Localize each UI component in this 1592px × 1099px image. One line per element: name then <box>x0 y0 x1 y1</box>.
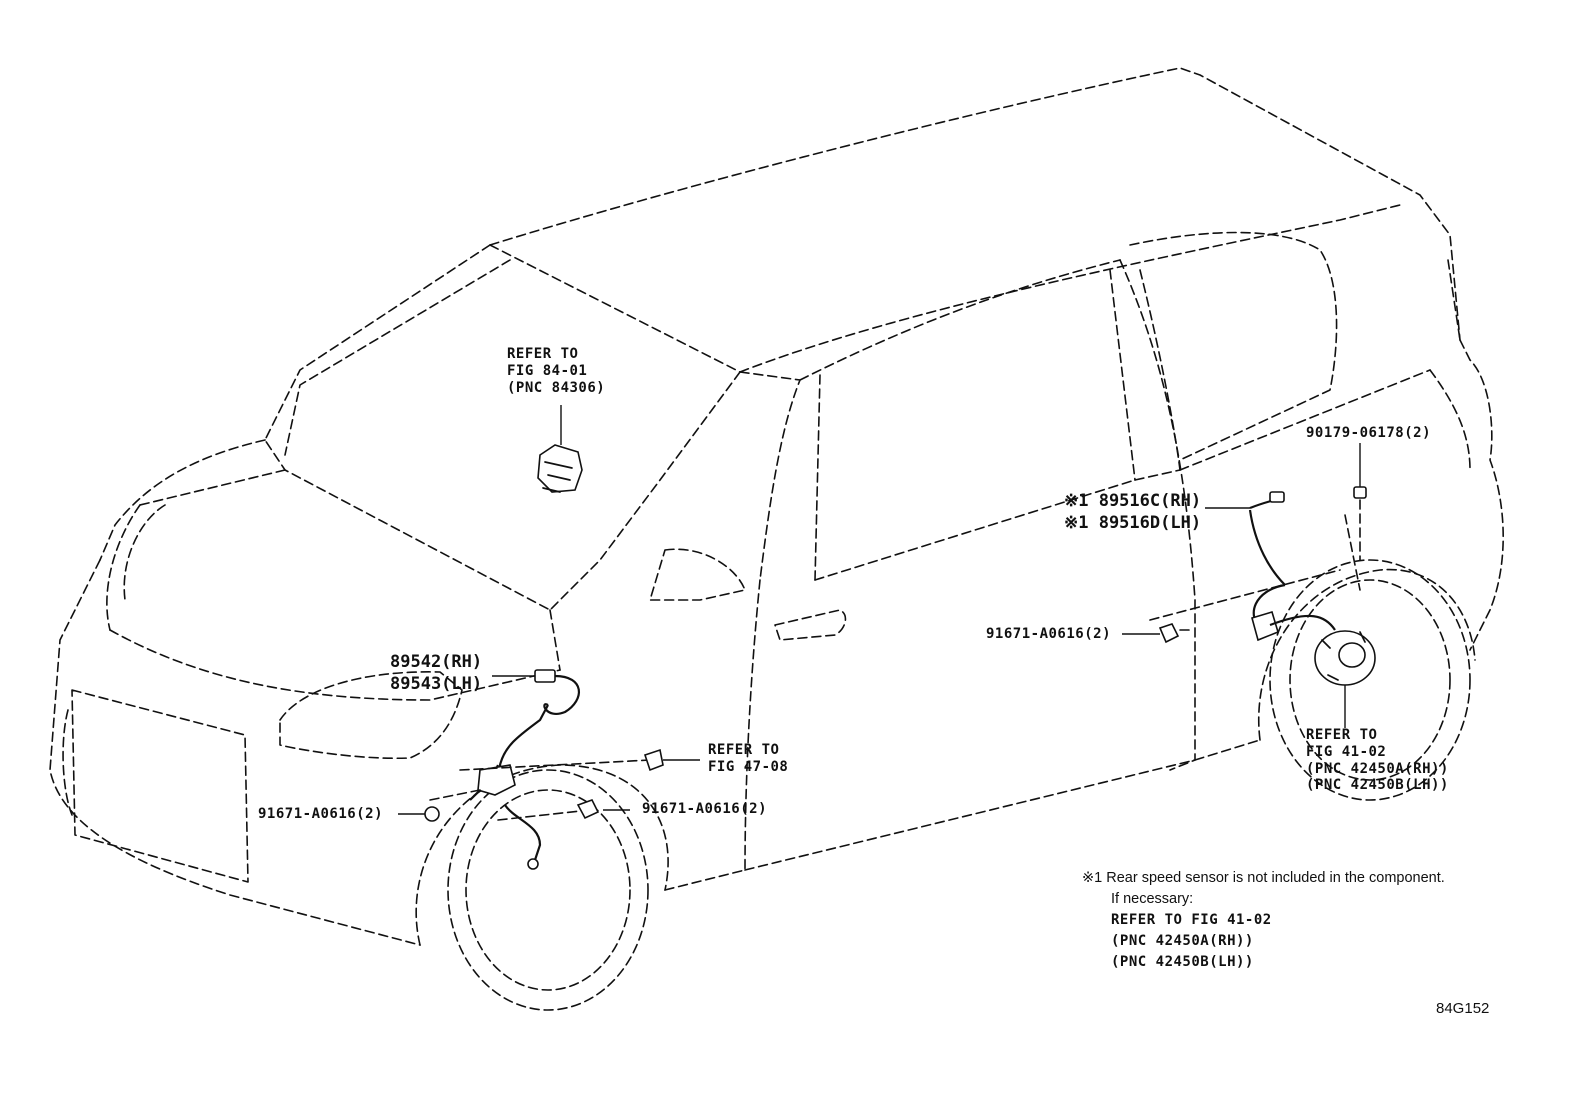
refer-41-line4: (PNC 42450B(LH)) <box>1306 777 1449 794</box>
footnote-line3: REFER TO FIG 41-02 <box>1111 912 1272 928</box>
rear-sensor-part-number: ※1 89516C(RH) ※1 89516D(LH) <box>1064 490 1201 534</box>
footnote-line2: If necessary: <box>1111 891 1194 907</box>
front-sensor-part-number: 89542(RH) 89543(LH) <box>390 651 482 695</box>
front-bolts <box>398 748 700 822</box>
bolt-left-part-number: 91671-A0616(2) <box>258 806 384 822</box>
bolt-door-part-number: 91671-A0616(2) <box>986 626 1112 642</box>
front-speed-sensor-part <box>429 669 651 870</box>
refer-41-line2: FIG 41-02 <box>1306 743 1387 760</box>
footnote-line4: (PNC 42450A(RH)) <box>1111 933 1254 949</box>
clip-part-number: 90179-06178(2) <box>1306 425 1432 441</box>
refer-84-line2: FIG 84-01 <box>507 362 588 379</box>
footnote-line1: Rear speed sensor is not included in the… <box>1106 870 1445 886</box>
refer-47-line2: FIG 47-08 <box>708 758 789 775</box>
footnote-mark: ※1 <box>1082 870 1103 886</box>
refer-84-line1: REFER TO <box>507 346 579 362</box>
refer-84-line3: (PNC 84306) <box>507 379 606 396</box>
rain-sensor-part <box>537 405 583 493</box>
refer-fig-41-label: REFER TO FIG 41-02 (PNC 42450A(RH)) (PNC… <box>1306 727 1449 794</box>
refer-41-line1: REFER TO <box>1306 727 1378 743</box>
refer-fig-84-label: REFER TO FIG 84-01 (PNC 84306) <box>507 346 605 396</box>
refer-fig-47-label: REFER TO FIG 47-08 <box>708 742 788 776</box>
rear-speed-sensor-part <box>1149 491 1376 728</box>
footnote: ※1 Rear speed sensor is not included in … <box>1082 868 1445 973</box>
footnote-line5: (PNC 42450B(LH)) <box>1111 954 1254 970</box>
rear-clip <box>1353 443 1367 561</box>
refer-47-line1: REFER TO <box>708 742 780 758</box>
front-sensor-rh: 89542(RH) <box>390 652 483 672</box>
refer-41-line3: (PNC 42450A(RH)) <box>1306 760 1449 777</box>
rear-sensor-rh: ※1 89516C(RH) <box>1064 491 1202 511</box>
rear-sensor-lh: ※1 89516D(LH) <box>1064 513 1202 533</box>
front-sensor-lh: 89543(LH) <box>390 674 483 694</box>
vehicle-body-outline <box>49 67 1504 1011</box>
figure-id: 84G152 <box>1436 1000 1490 1017</box>
door-bolt <box>1122 623 1191 644</box>
bolt-front-center-part-number: 91671-A0616(2) <box>642 801 768 817</box>
